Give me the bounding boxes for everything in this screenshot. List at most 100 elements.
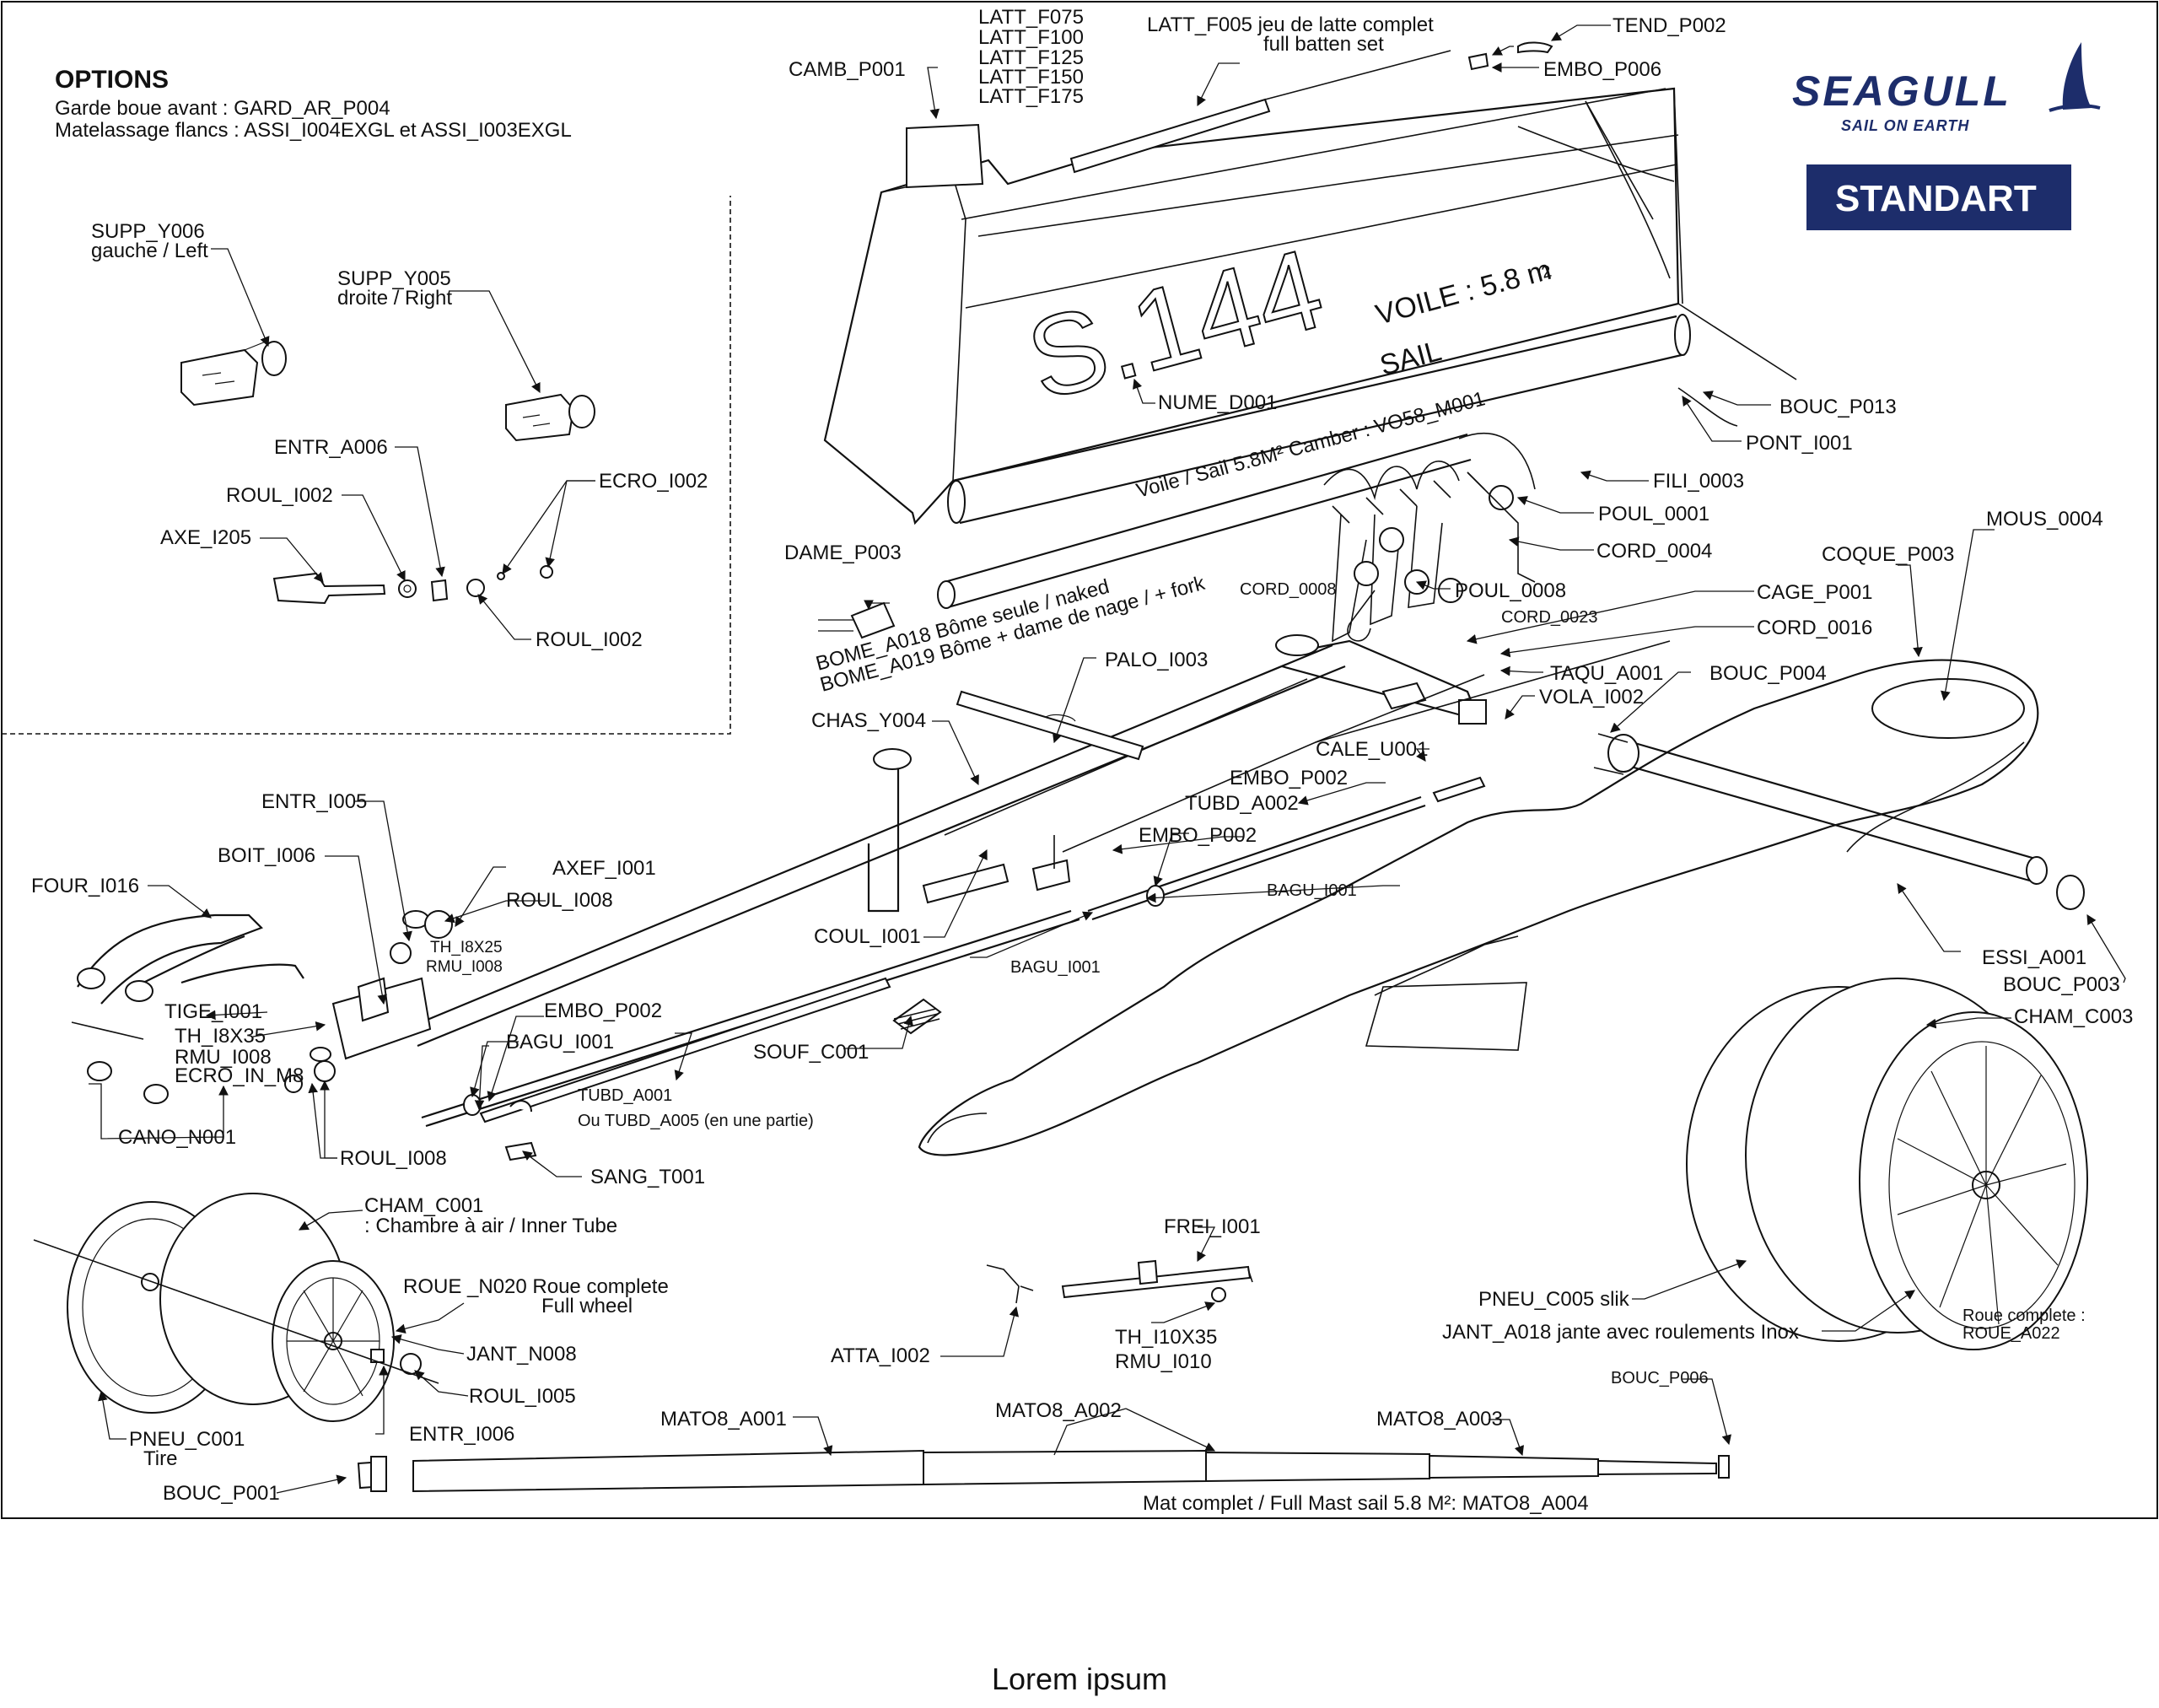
label-cord-0004: CORD_0004: [1596, 540, 1712, 563]
label-tend-p002: TEND_P002: [1613, 14, 1726, 37]
label-roul-i005: ROUL_I005: [469, 1385, 576, 1408]
label-entr-a006: ENTR_A006: [274, 436, 388, 459]
label-pneu-c005: PNEU_C005 slik: [1478, 1288, 1630, 1311]
rear-wheel-part: [1686, 978, 2088, 1350]
label-cham-c003: CHAM_C003: [2014, 1005, 2133, 1028]
label-roue-n020-desc: Full wheel: [541, 1295, 633, 1317]
label-poul-0008: POUL_0008: [1455, 579, 1566, 602]
label-boit-i006: BOIT_I006: [218, 844, 315, 867]
brand-name: SEAGULL: [1792, 67, 2011, 115]
label-th-i8x25: TH_I8X25: [430, 939, 503, 956]
label-mous-0004: MOUS_0004: [1986, 508, 2103, 531]
label-souf-c001: SOUF_C001: [753, 1041, 869, 1064]
label-essi-a001: ESSI_A001: [1982, 946, 2086, 969]
label-ou-tubd: Ou TUBD_A005 (en une partie): [578, 1112, 814, 1130]
page-caption: Lorem ipsum: [991, 1662, 1168, 1696]
supp-y006-part: [180, 341, 287, 407]
label-bome-a019: BOME_A019 Bôme + dame de nage / + fork: [818, 572, 1209, 697]
label-roul-i002-top: ROUL_I002: [226, 484, 333, 507]
label-cord-0016: CORD_0016: [1757, 617, 1872, 639]
label-embo-p002-a: EMBO_P002: [1230, 767, 1348, 789]
label-latt-f075: LATT_F075: [978, 6, 1084, 29]
label-supp-y005-side: droite / Right: [337, 287, 452, 310]
label-mato8-a002: MATO8_A002: [995, 1399, 1122, 1422]
leader-lines: [89, 24, 2126, 1494]
label-cord-0023: CORD_0023: [1501, 608, 1598, 627]
label-chas-y004: CHAS_Y004: [811, 709, 926, 732]
label-pneu-c001-desc: Tire: [143, 1447, 177, 1470]
label-palo-i003: PALO_I003: [1105, 649, 1208, 671]
label-poul-0001: POUL_0001: [1598, 503, 1709, 525]
label-dame-p003: DAME_P003: [784, 541, 902, 564]
label-cham-c001-desc: : Chambre à air / Inner Tube: [364, 1215, 617, 1237]
label-entr-i005: ENTR_I005: [261, 790, 367, 813]
label-supp-y005: SUPP_Y005: [337, 267, 451, 290]
batten-part: [906, 41, 1553, 189]
label-th-i8x35: TH_I8X35: [175, 1025, 266, 1048]
label-supp-y006-side: gauche / Left: [91, 240, 208, 262]
label-atta-i002: ATTA_I002: [831, 1344, 930, 1367]
label-ecro-i002: ECRO_I002: [599, 470, 708, 493]
label-rmu-i010: RMU_I010: [1115, 1350, 1212, 1373]
label-supp-y006: SUPP_Y006: [91, 220, 205, 243]
label-rmu-i008-a: RMU_I008: [426, 958, 503, 976]
label-bouc-p006: BOUC_P006: [1611, 1369, 1709, 1387]
label-coque-p003: COQUE_P003: [1822, 543, 1954, 566]
label-pont-i001: PONT_I001: [1746, 432, 1853, 455]
options-leaders: [211, 248, 595, 640]
options-panel: OPTIONS Garde boue avant : GARD_AR_P004 …: [2, 66, 731, 735]
label-vola-i002: VOLA_I002: [1539, 686, 1644, 709]
boom-part: [818, 433, 1472, 639]
label-mat-complet: Mat complet / Full Mast sail 5.8 M²: MAT…: [1143, 1492, 1589, 1515]
label-tubd-a002: TUBD_A002: [1185, 792, 1299, 815]
label-camb-p001: CAMB_P001: [789, 58, 906, 81]
options-line-2: Matelassage flancs : ASSI_I004EXGL et AS…: [55, 119, 572, 142]
label-embo-p002-c: EMBO_P002: [544, 999, 662, 1022]
label-jant-n008: JANT_N008: [466, 1343, 577, 1366]
label-roul-i002-bottom: ROUL_I002: [536, 628, 643, 651]
brand-tagline: SAIL ON EARTH: [1841, 117, 1969, 134]
label-bouc-p003: BOUC_P003: [2003, 973, 2120, 996]
label-cham-c001: CHAM_C001: [364, 1194, 483, 1217]
label-embo-p002-b: EMBO_P002: [1139, 824, 1257, 847]
sail-area-sup: 2: [1540, 262, 1553, 283]
label-latt-f175: LATT_F175: [978, 85, 1084, 108]
label-mato8-a001: MATO8_A001: [660, 1408, 787, 1431]
brake-part: [986, 1259, 1253, 1304]
label-latt-f005: LATT_F005 jeu de latte complet: [1147, 13, 1434, 36]
label-th-i10x35: TH_I10X35: [1115, 1326, 1217, 1349]
label-cage-p001: CAGE_P001: [1757, 581, 1872, 604]
label-embo-p006: EMBO_P006: [1543, 58, 1661, 81]
label-cale-u001: CALE_U001: [1316, 738, 1428, 761]
axe-i205-part: [272, 565, 553, 605]
standart-badge-label: STANDART: [1835, 178, 2037, 219]
sail-area-text: VOILE : 5.8 m: [1372, 254, 1554, 331]
label-axe-i205: AXE_I205: [160, 526, 251, 549]
label-bagu-i001-c: BAGU_I001: [506, 1031, 614, 1053]
front-fork-part: [71, 910, 453, 1104]
options-line-1: Garde boue avant : GARD_AR_P004: [55, 97, 390, 120]
mast-part: [357, 1449, 1730, 1493]
label-bagu-i001-b: BAGU_I001: [1010, 958, 1101, 977]
label-tige-i001: TIGE_I001: [164, 1000, 262, 1023]
front-wheel-part: [33, 1193, 439, 1422]
label-bouc-p004: BOUC_P004: [1709, 662, 1827, 685]
label-fili-0003: FILI_0003: [1653, 470, 1744, 493]
label-coul-i001: COUL_I001: [814, 925, 921, 948]
label-nume-d001: NUME_D001: [1158, 391, 1277, 414]
seagull-logo: SEAGULL SAIL ON EARTH STANDART: [1792, 42, 2101, 230]
rear-axle-part: [1593, 733, 2085, 910]
options-title: OPTIONS: [55, 66, 169, 94]
label-frei-i001: FREI_I001: [1164, 1215, 1261, 1238]
label-latt-f100: LATT_F100: [978, 26, 1084, 49]
label-taqu-a001: TAQU_A001: [1550, 662, 1663, 685]
label-jant-a018: JANT_A018 jante avec roulements Inox: [1442, 1321, 1799, 1344]
supp-y005-part: [505, 393, 595, 442]
label-entr-i006: ENTR_I006: [409, 1423, 514, 1446]
label-roul-i008-b: ROUL_I008: [340, 1147, 447, 1170]
label-sang-t001: SANG_T001: [590, 1166, 705, 1188]
label-roul-i008-a: ROUL_I008: [506, 889, 613, 912]
label-latt-f005-en: full batten set: [1263, 33, 1384, 56]
label-axef-i001: AXEF_I001: [552, 857, 656, 880]
